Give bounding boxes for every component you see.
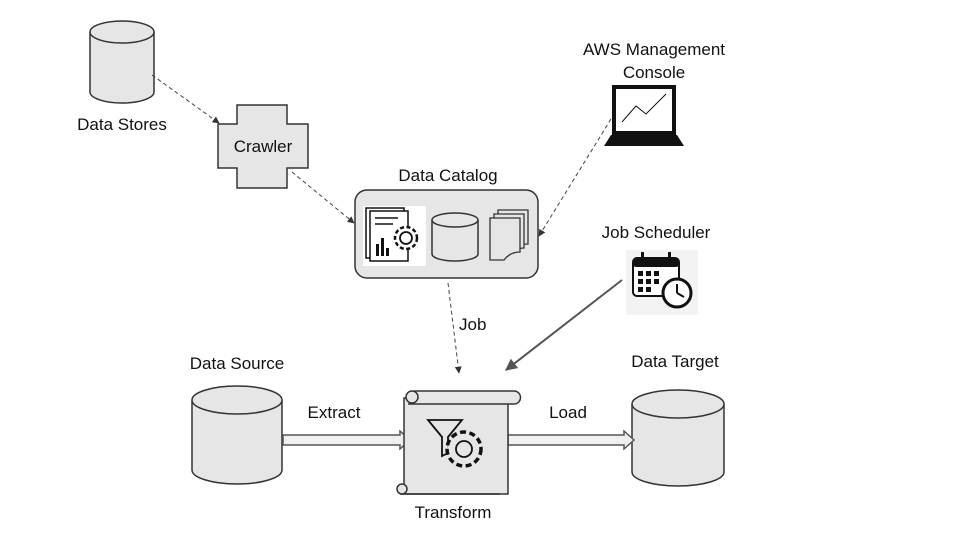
data-source-database-icon: [191, 385, 283, 485]
aws-console-label-line1: AWS Management: [582, 40, 726, 59]
laptop-icon: [604, 85, 684, 146]
catalog-database-icon: [431, 212, 479, 262]
edge-console-catalog: [538, 118, 612, 237]
edge-catalog-transform: [447, 282, 462, 374]
documents-icon: [489, 209, 529, 261]
funnel-gear-icon: [426, 419, 483, 468]
edge-scheduler-transform: [505, 279, 623, 371]
report-gear-icon: [363, 206, 426, 266]
data-target-label: Data Target: [631, 352, 719, 371]
data-target-database-icon: [631, 389, 725, 487]
load-edge-label: Load: [549, 403, 587, 422]
edge-crawler-catalog: [291, 171, 355, 224]
aws-console-label-line2: Console: [622, 63, 686, 82]
extract-arrow: [282, 429, 412, 451]
crawler-label: Crawler: [233, 137, 293, 156]
job-scheduler-label: Job Scheduler: [601, 223, 711, 242]
data-source-label: Data Source: [189, 354, 285, 373]
calendar-clock-icon: [626, 250, 698, 315]
data-stores-database-icon: [89, 20, 155, 104]
transform-label: Transform: [414, 503, 492, 522]
load-arrow: [507, 429, 636, 451]
job-edge-label: Job: [459, 315, 487, 334]
data-stores-label: Data Stores: [77, 115, 167, 134]
extract-edge-label: Extract: [307, 403, 361, 422]
crawler-node: [217, 104, 309, 189]
data-catalog-label: Data Catalog: [398, 166, 498, 185]
